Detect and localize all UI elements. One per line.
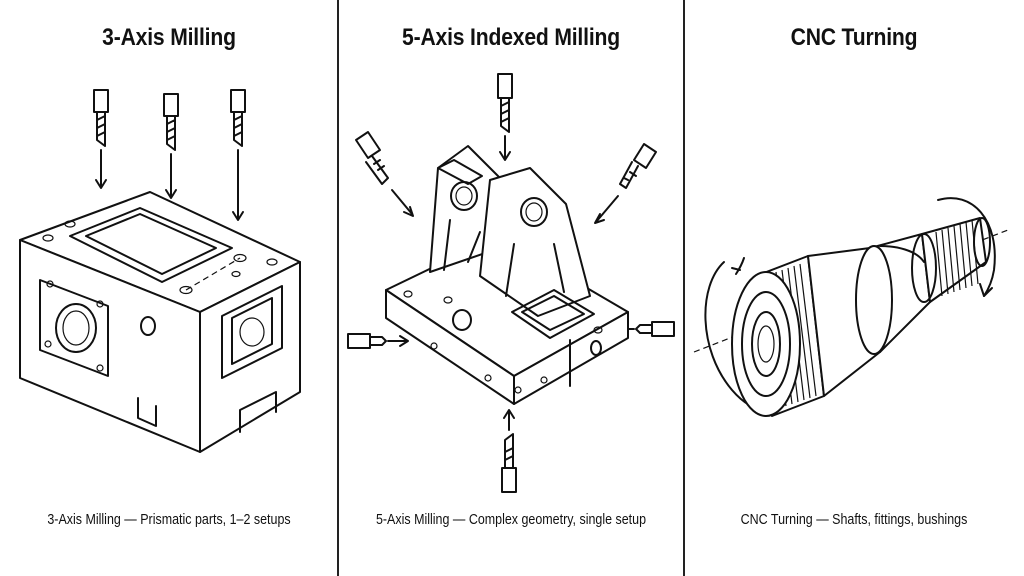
panel-divider bbox=[683, 0, 685, 576]
panel-title: CNC Turning bbox=[790, 24, 918, 51]
end-mill-icon bbox=[93, 89, 109, 189]
panel-caption: 3-Axis Milling — Prismatic parts, 1–2 se… bbox=[47, 512, 291, 528]
bracket-part-icon bbox=[347, 73, 675, 493]
end-mill-icon bbox=[594, 143, 657, 224]
rotation-arrow-icon bbox=[937, 197, 996, 297]
end-mill-icon bbox=[497, 73, 513, 161]
turned-shaft-icon bbox=[693, 197, 1009, 417]
end-mill-icon bbox=[347, 333, 409, 349]
end-mill-icon bbox=[230, 89, 246, 221]
end-mill-icon bbox=[355, 131, 414, 217]
end-mill-icon bbox=[163, 93, 179, 199]
panel-cnc-turning: CNC Turning bbox=[684, 0, 1024, 576]
panel-5-axis-milling: 5-Axis Indexed Milling bbox=[338, 0, 684, 576]
end-mill-icon bbox=[501, 409, 517, 493]
panel-divider bbox=[337, 0, 339, 576]
block-body bbox=[19, 191, 301, 453]
milled-block-icon bbox=[19, 89, 301, 453]
panel-caption: CNC Turning — Shafts, fittings, bushings bbox=[740, 512, 968, 528]
panel-caption: 5-Axis Milling — Complex geometry, singl… bbox=[375, 512, 647, 528]
panel-title: 3-Axis Milling bbox=[102, 24, 236, 51]
panel-3-axis-milling: 3-Axis Milling bbox=[0, 0, 338, 576]
panel-title: 5-Axis Indexed Milling bbox=[402, 24, 620, 51]
